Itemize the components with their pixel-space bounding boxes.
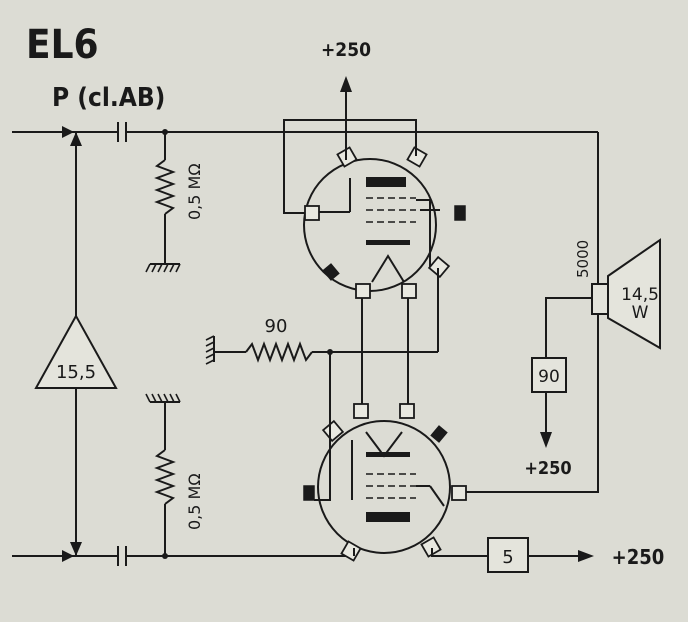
screen-supply-label: +250 — [524, 458, 571, 479]
subtitle: P (cl.AB) — [52, 83, 165, 113]
screen-resistor-box: 90 +250 — [524, 357, 572, 479]
bottom-supply-box: 5 +250 — [487, 537, 665, 573]
speaker-icon: 14,5 W — [607, 238, 661, 350]
grid-resistor-bottom-label: 0,5 MΩ — [185, 473, 204, 530]
interconnect-wires — [283, 76, 599, 562]
grid-resistor-top-label: 0,5 MΩ — [185, 163, 204, 220]
amplifier-label: 15,5 — [56, 362, 96, 383]
transformer-label: 5000 — [574, 240, 592, 278]
tube-top — [303, 146, 466, 299]
anode-plate-icon — [366, 177, 406, 187]
bottom-box-label: 5 — [502, 547, 513, 568]
grid-resistor-top: 0,5 MΩ — [145, 129, 204, 273]
bottom-input-line — [12, 546, 354, 566]
cathode-resistor-label: 90 — [265, 316, 288, 337]
speaker-power-label: 14,5 — [621, 285, 659, 305]
plate-supply-label: +250 — [321, 39, 371, 61]
output-transformer: 5000 — [574, 240, 609, 315]
cathode-resistor: 90 — [205, 316, 438, 365]
anode-plate-bottom-icon — [366, 512, 410, 522]
speaker-unit-label: W — [632, 303, 649, 323]
top-input-line — [12, 122, 598, 142]
title: EL6 — [26, 22, 99, 68]
bottom-supply-label: +250 — [612, 545, 665, 569]
screen-resistor-label: 90 — [538, 367, 560, 387]
amplifier-triangle: 15,5 — [34, 132, 118, 556]
grid-resistor-bottom: 0,5 MΩ — [145, 393, 204, 559]
tube-bottom — [303, 403, 467, 562]
